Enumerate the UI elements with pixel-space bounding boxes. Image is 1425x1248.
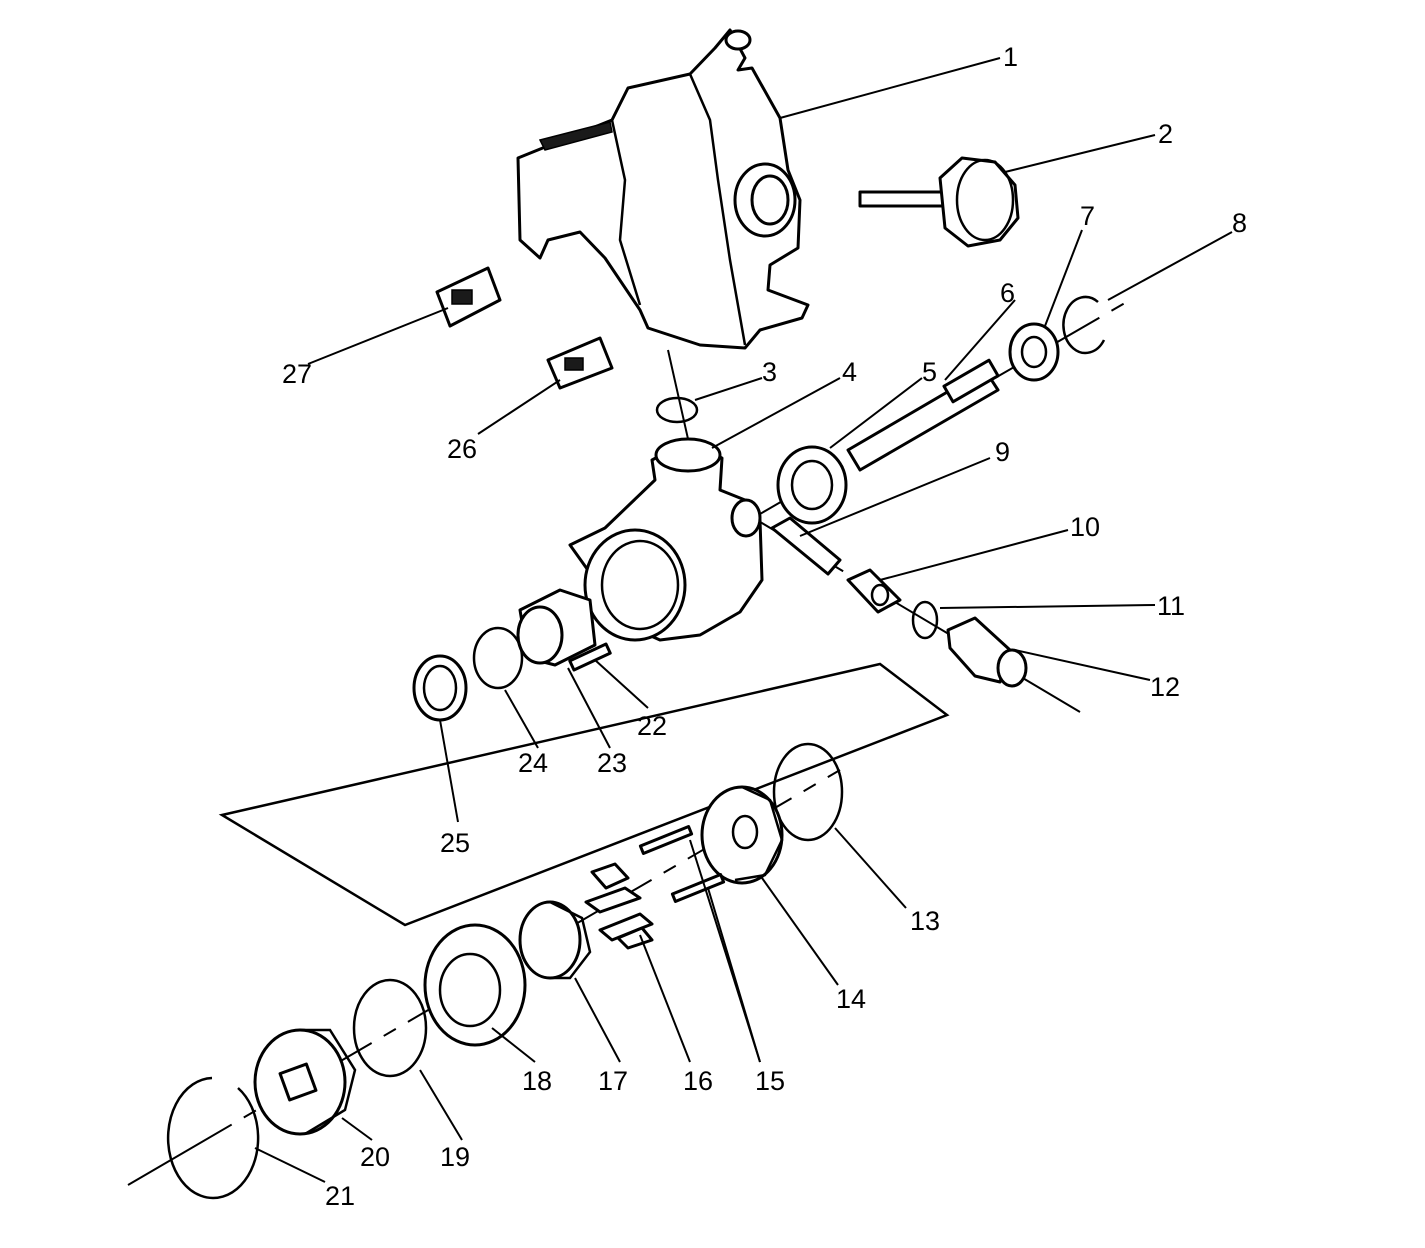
seal-25 [412, 654, 468, 722]
callout-26: 26 [447, 434, 477, 464]
callout-17: 17 [598, 1066, 628, 1096]
callout-20: 20 [360, 1142, 390, 1172]
callout-9: 9 [995, 437, 1010, 467]
flow-control-valve [846, 568, 902, 614]
callout-25: 25 [440, 828, 470, 858]
callout-23: 23 [597, 748, 627, 778]
callout-2: 2 [1158, 119, 1173, 149]
callout-7: 7 [1080, 201, 1095, 231]
callout-24: 24 [518, 748, 548, 778]
o-ring-19 [352, 978, 428, 1078]
callout-27: 27 [282, 359, 312, 389]
callout-14: 14 [836, 984, 866, 1014]
callout-5: 5 [922, 357, 937, 387]
leader-lines [254, 57, 1233, 1183]
callout-16: 16 [683, 1066, 713, 1096]
callout-3: 3 [762, 357, 777, 387]
o-ring-13 [772, 742, 844, 842]
callout-labels: 1 2 3 4 5 6 7 8 9 10 11 12 13 14 15 16 1… [282, 42, 1247, 1211]
callout-18: 18 [522, 1066, 552, 1096]
dipstick-cap [858, 156, 1020, 248]
pump-vanes [584, 862, 654, 950]
callout-21: 21 [325, 1181, 355, 1211]
callout-11: 11 [1157, 591, 1185, 621]
callout-1: 1 [1003, 42, 1018, 72]
dowel-pin-22 [568, 642, 612, 672]
bearing-5 [776, 445, 848, 525]
o-ring-24 [472, 626, 524, 690]
drive-shaft [846, 358, 1000, 472]
callout-12: 12 [1150, 672, 1180, 702]
dowel-pin-15a [638, 825, 694, 855]
rotor [518, 900, 592, 980]
callout-10: 10 [1070, 512, 1100, 542]
callout-15: 15 [755, 1066, 785, 1096]
sleeve-23 [516, 588, 597, 667]
flow-control-spring [770, 516, 842, 576]
dowel-pin-15b [670, 873, 726, 903]
rotating-group-bracket [218, 662, 950, 927]
callout-8: 8 [1232, 208, 1247, 238]
callout-19: 19 [440, 1142, 470, 1172]
pump-housing [568, 437, 764, 642]
reservoir [516, 28, 810, 350]
cam-ring [423, 923, 527, 1047]
clip-27 [435, 266, 502, 328]
o-ring-3 [655, 396, 699, 424]
callout-22: 22 [637, 711, 667, 741]
fitting-12 [946, 616, 1028, 688]
clip-26 [546, 336, 614, 390]
snap-ring-21 [166, 1076, 260, 1200]
pressure-plate [700, 785, 784, 885]
retaining-ring-8 [1062, 295, 1106, 355]
callout-6: 6 [1000, 278, 1015, 308]
o-ring-11 [911, 600, 939, 640]
callout-13: 13 [910, 906, 940, 936]
callout-4: 4 [842, 357, 857, 387]
seal-7 [1008, 322, 1060, 382]
end-plate [253, 1028, 357, 1136]
